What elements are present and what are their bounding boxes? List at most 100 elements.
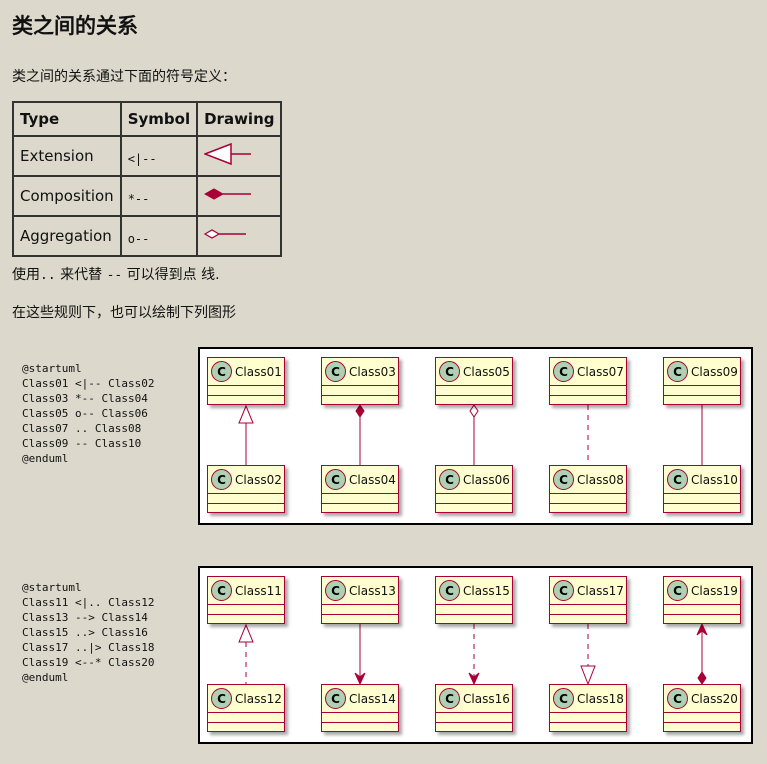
class-badge-icon: C	[211, 580, 232, 601]
class-badge-icon: C	[211, 469, 232, 490]
symbol-cell: o--	[119, 215, 199, 257]
class-name: Class13	[349, 583, 396, 598]
class-badge-icon: C	[553, 469, 574, 490]
class-badge-icon: C	[439, 361, 460, 382]
class-badge-icon: C	[325, 361, 346, 382]
class-name: Class09	[691, 364, 738, 379]
class-badge-icon: C	[211, 688, 232, 709]
plantuml-source-1: @startuml Class01 <|-- Class02 Class03 *…	[22, 362, 155, 465]
table-row: Extension <|--	[12, 135, 283, 177]
table-header-type: Type	[12, 101, 122, 137]
relation-composition-arrow-up	[696, 622, 708, 685]
plantuml-source-2: @startuml Class11 <|.. Class12 Class13 -…	[22, 581, 155, 684]
class-name: Class16	[463, 691, 510, 706]
dotted-line-note: 使用.. 来代替 -- 可以得到点 线.	[12, 267, 220, 283]
relation-composition	[355, 404, 365, 465]
type-cell: Extension	[12, 135, 122, 177]
relation-dotted-realization-down	[580, 624, 596, 686]
class-name: Class10	[691, 472, 738, 487]
class-name: Class15	[463, 583, 510, 598]
class-badge-icon: C	[325, 688, 346, 709]
type-cell: Composition	[12, 175, 122, 217]
class-name: Class04	[349, 472, 396, 487]
type-cell: Aggregation	[12, 215, 122, 257]
extension-arrow-icon	[203, 142, 252, 166]
drawing-cell	[196, 135, 283, 177]
class-badge-icon: C	[325, 580, 346, 601]
symbol-cell: <|--	[119, 135, 199, 177]
class-name: Class02	[235, 472, 282, 487]
class-badge-icon: C	[439, 469, 460, 490]
relation-lines-2	[238, 622, 708, 686]
class-name: Class01	[235, 364, 282, 379]
relation-arrow-down	[354, 624, 366, 686]
table-row: Composition *--	[12, 175, 283, 217]
rules-note: 在这些规则下，也可以绘制下列图形	[12, 305, 236, 321]
relation-extension	[238, 404, 254, 465]
class-badge-icon: C	[667, 580, 688, 601]
composition-diamond-icon	[204, 188, 252, 200]
symbol-cell: *--	[119, 175, 199, 217]
table-row: Aggregation o--	[12, 215, 283, 257]
class-badge-icon: C	[667, 688, 688, 709]
class-badge-icon: C	[439, 580, 460, 601]
class-badge-icon: C	[667, 469, 688, 490]
table-header-drawing: Drawing	[196, 101, 283, 137]
relation-lines-1	[238, 404, 703, 465]
table-header-symbol: Symbol	[119, 101, 199, 137]
page-title: 类之间的关系	[12, 14, 138, 38]
drawing-cell	[196, 175, 283, 217]
intro-text: 类之间的关系通过下面的符号定义：	[12, 69, 236, 85]
aggregation-diamond-icon	[203, 229, 247, 239]
class-name: Class17	[577, 583, 624, 598]
class-name: Class06	[463, 472, 510, 487]
class-name: Class11	[235, 583, 282, 598]
class-name: Class14	[349, 691, 396, 706]
class-badge-icon: C	[325, 469, 346, 490]
class-name: Class19	[691, 583, 738, 598]
class-badge-icon: C	[211, 361, 232, 382]
class-badge-icon: C	[553, 361, 574, 382]
relation-dotted-arrow-down	[468, 624, 480, 686]
